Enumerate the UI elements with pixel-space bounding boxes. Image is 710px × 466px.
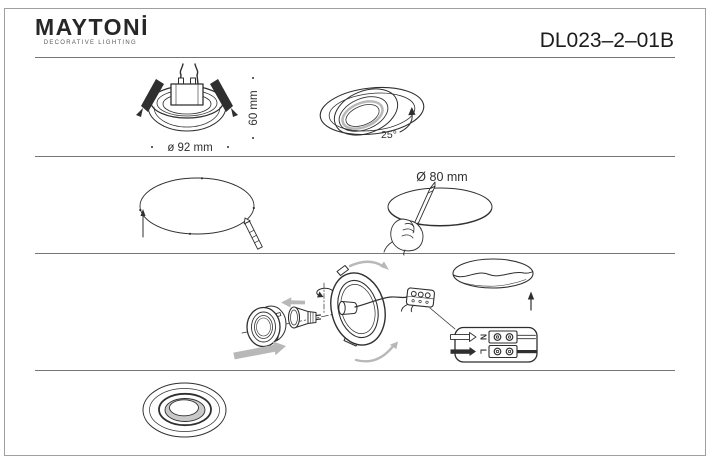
brand-wordmark: MAYTONİ (35, 14, 150, 40)
ceiling-marking-figure (139, 177, 285, 254)
brand-subtitle: DECORATIVE LIGHTING (43, 40, 137, 46)
page-border (4, 8, 706, 456)
fixture-housing (323, 266, 392, 351)
lamp-face (170, 400, 199, 416)
rotate-counterclockwise-arrow-icon (356, 341, 398, 362)
section-divider-2 (35, 156, 675, 157)
diameter-dimension: ø 92 mm (151, 142, 229, 154)
hand-icon (384, 219, 423, 255)
up-arrow-icon (140, 209, 146, 237)
fixture-side-view-figure: ø 92 mm 60 mm (136, 62, 260, 154)
rotate-clockwise-arrow-icon (350, 262, 389, 270)
assembly-exploded-figure: N L (233, 256, 545, 370)
rotate-axis-icon (317, 283, 333, 313)
insert-direction-arrow-icon (281, 297, 305, 308)
fixture-body (148, 78, 226, 131)
terminal-line-label: L (479, 349, 489, 354)
inner-ring (159, 394, 211, 425)
fixture-tilt-view-figure: 25° (312, 80, 442, 144)
neutral-row: N (451, 331, 536, 343)
marked-circle (139, 177, 255, 235)
product-code: DL023–2–01B (539, 29, 674, 52)
supply-cable (355, 297, 407, 307)
pencil-icon (244, 218, 262, 249)
assembly-direction-arrow-icon (233, 341, 286, 360)
section-divider-1 (35, 57, 675, 58)
gu10-lamp (289, 307, 321, 328)
tilt-angle-annotation: 25° (381, 107, 416, 141)
height-label: 60 mm (248, 90, 260, 125)
detail-leader-line (430, 308, 455, 329)
ceiling-cutout-piece (453, 259, 533, 288)
cutout-disk (388, 188, 492, 226)
spring-clip-left-icon (136, 79, 164, 117)
outer-trim-ring (143, 383, 226, 437)
spring-clip-right-icon (210, 79, 238, 117)
line-row: L (450, 346, 537, 358)
tilt-angle-label: 25° (381, 129, 397, 141)
up-arrow-icon (527, 291, 535, 311)
hole-diameter-label: Ø 80 mm (416, 170, 467, 184)
section-divider-4 (35, 370, 675, 371)
height-dimension: 60 mm (248, 77, 260, 139)
maytoni-logo: MAYTONİ DECORATIVE LIGHTING (35, 14, 150, 47)
mid-ring (150, 389, 220, 432)
ceiling-cutout-figure: Ø 80 mm (372, 170, 540, 255)
gimbal-rings (318, 80, 426, 144)
terminal-neutral-label: N (479, 334, 489, 340)
trim-ring (247, 306, 286, 347)
section-divider-3 (35, 253, 675, 254)
diameter-label: ø 92 mm (167, 142, 212, 154)
supply-wires (180, 64, 198, 84)
installed-fixture-figure (135, 374, 255, 448)
wire-connector (401, 287, 434, 314)
tilt-arrow-icon (408, 107, 416, 116)
terminal-block-detail: N L (451, 328, 538, 363)
